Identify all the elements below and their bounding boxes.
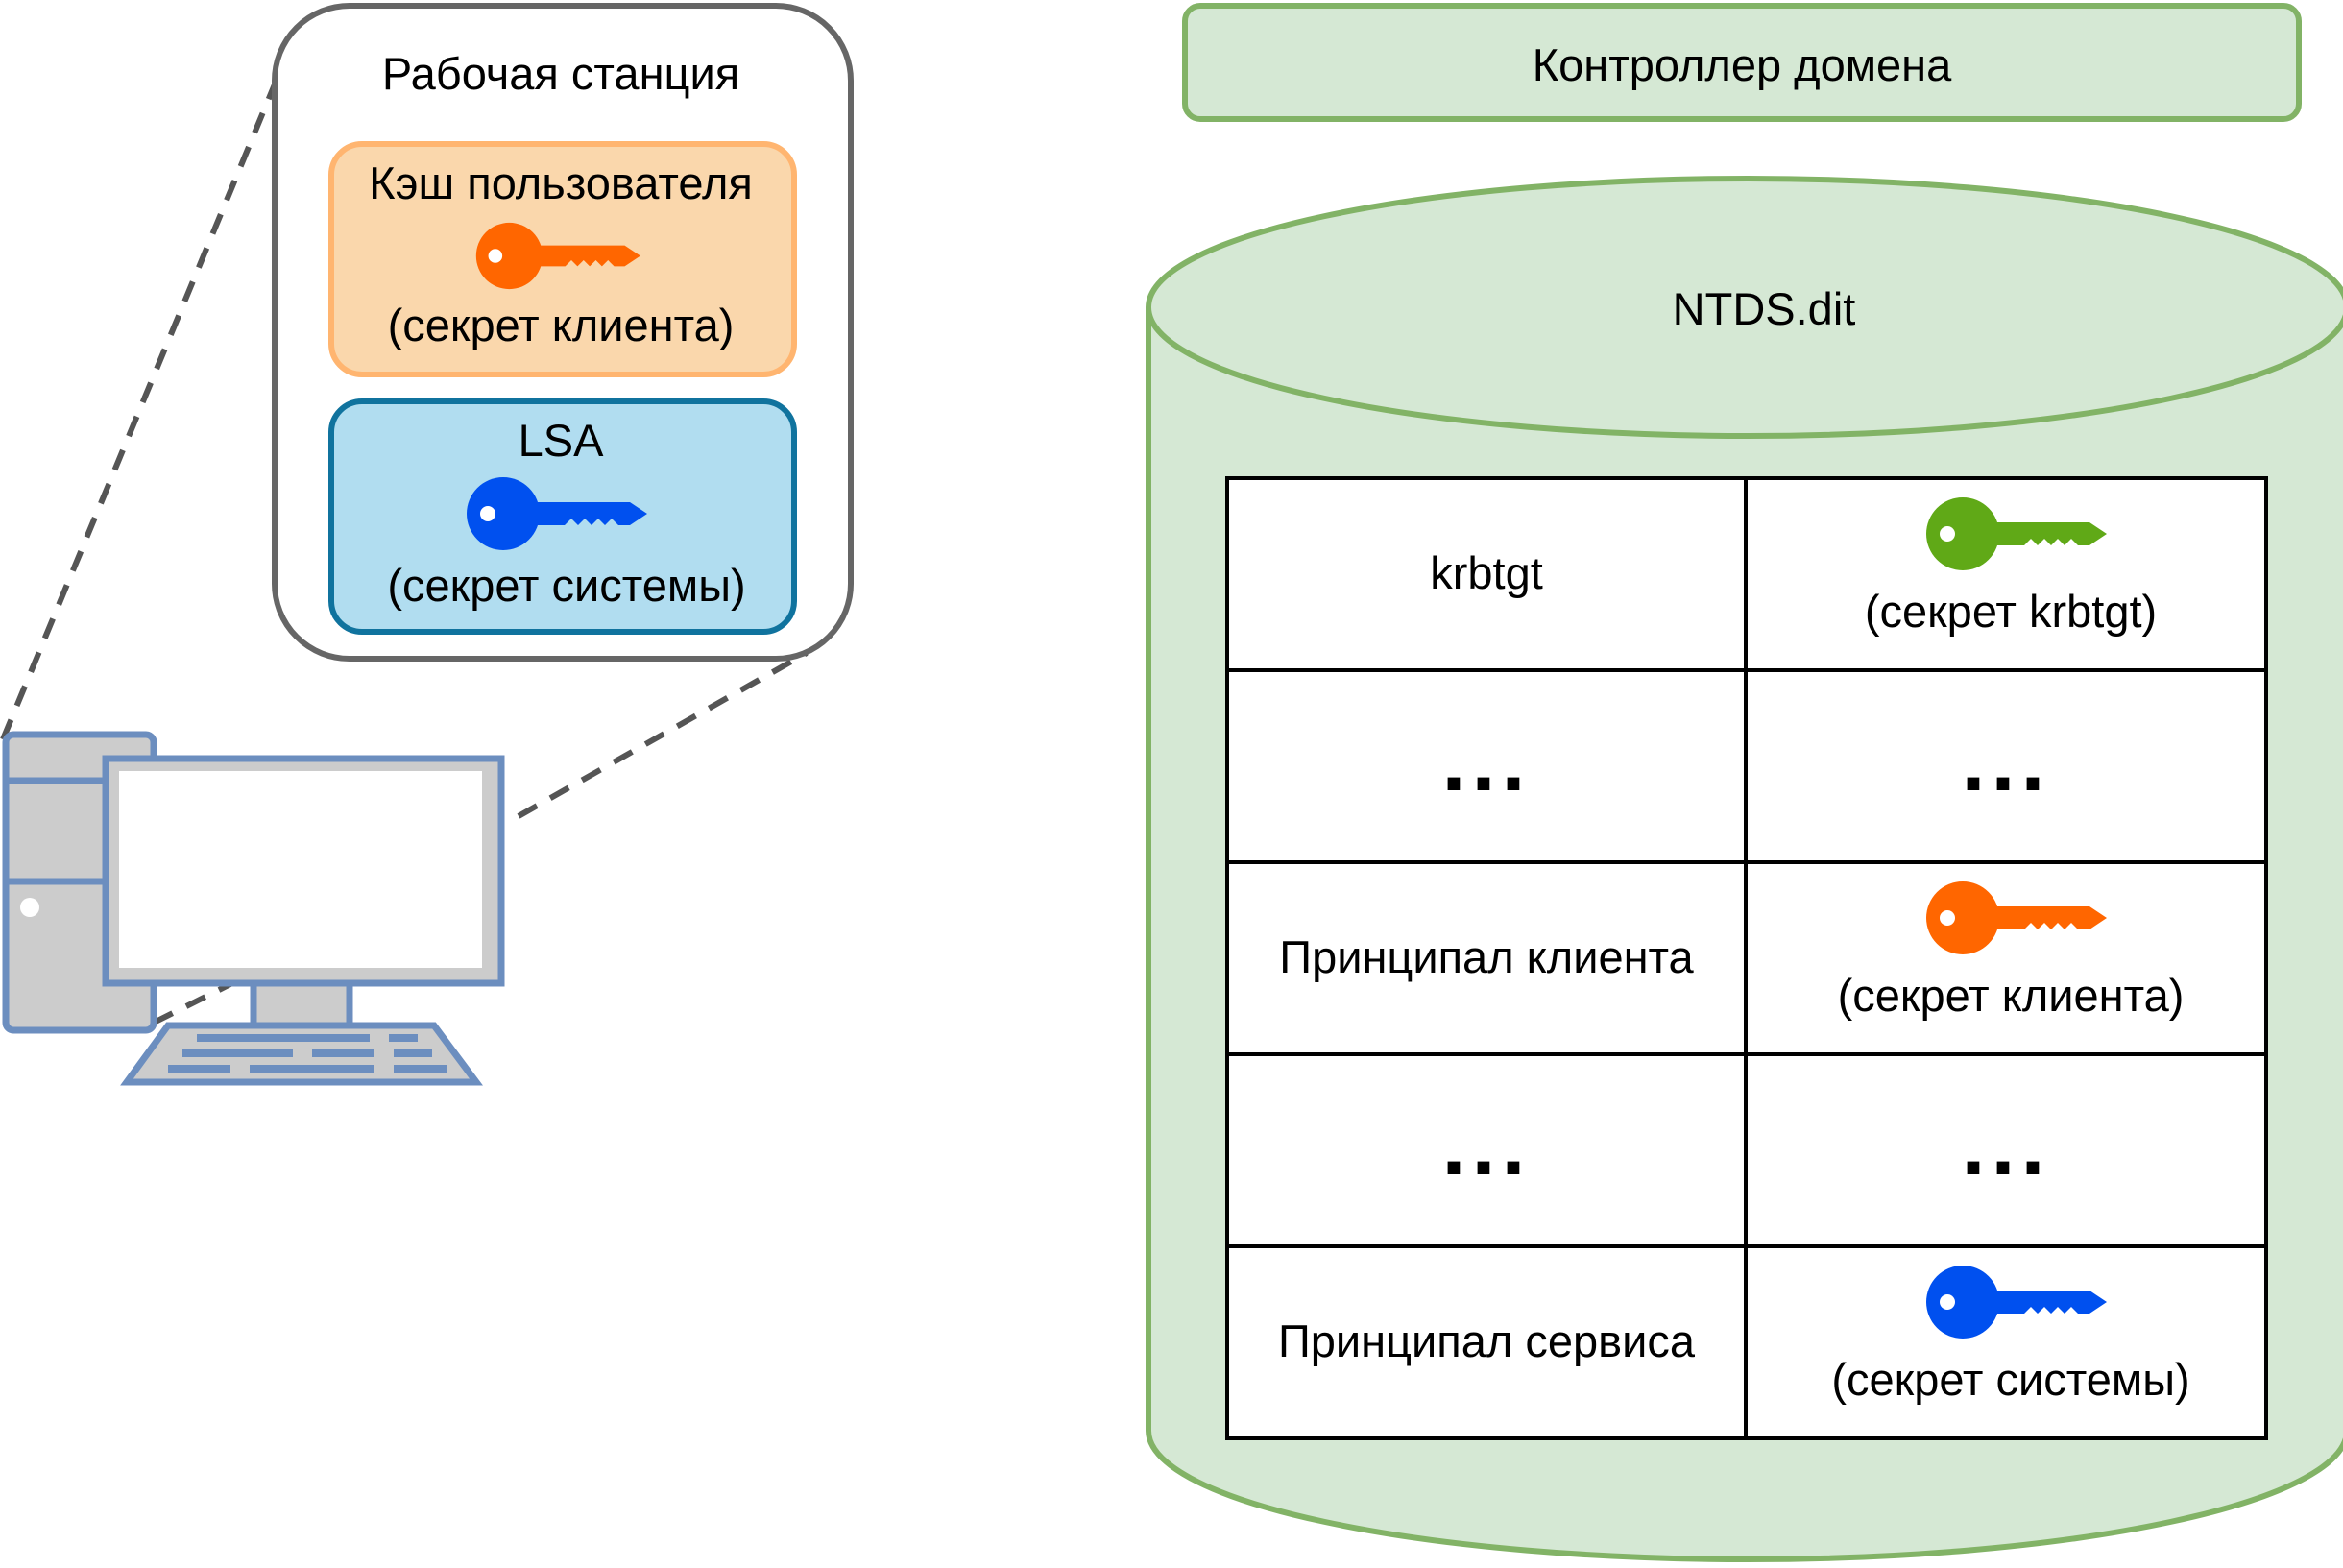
power-led bbox=[20, 898, 39, 917]
cylinder-top bbox=[1146, 176, 2343, 439]
domain-controller-title: Контроллер домена bbox=[1532, 39, 1952, 90]
table-secret-cell: (секрет krbtgt) bbox=[1864, 586, 2158, 637]
table-secret-cell: (секрет системы) bbox=[1831, 1354, 2190, 1405]
table-principal-cell: Принципал клиента bbox=[1279, 931, 1694, 982]
user-cache-caption: (секрет клиента) bbox=[387, 300, 735, 350]
monitor-screen bbox=[119, 771, 482, 968]
callout-line-right bbox=[517, 650, 809, 819]
secrets-table bbox=[1225, 476, 2268, 1440]
table-principal-cell: krbtgt bbox=[1430, 547, 1543, 598]
table-principal-cell: ... bbox=[1441, 713, 1532, 809]
table-principal-cell: Принципал сервиса bbox=[1277, 1315, 1696, 1366]
table-principal-cell: ... bbox=[1441, 1098, 1532, 1194]
callout-lines bbox=[0, 83, 809, 1025]
table-secret-cell: (секрет клиента) bbox=[1837, 970, 2185, 1021]
monitor-stand bbox=[250, 979, 353, 1030]
user-cache-label: Кэш пользователя bbox=[369, 157, 753, 208]
table-secret-cell: ... bbox=[1961, 713, 2051, 809]
keyboard-keys bbox=[168, 1034, 447, 1073]
database-name: NTDS.dit bbox=[1672, 283, 1856, 334]
computer-icon bbox=[2, 731, 505, 1086]
lsa-caption: (секрет системы) bbox=[387, 560, 746, 611]
table-secret-cell: ... bbox=[1961, 1098, 2051, 1194]
workstation-title: Рабочая станция bbox=[381, 48, 740, 99]
lsa-label: LSA bbox=[518, 415, 604, 466]
callout-line-left bbox=[0, 83, 278, 741]
callout-line-inner bbox=[152, 981, 232, 1025]
domain-controller-box bbox=[1182, 3, 2302, 122]
